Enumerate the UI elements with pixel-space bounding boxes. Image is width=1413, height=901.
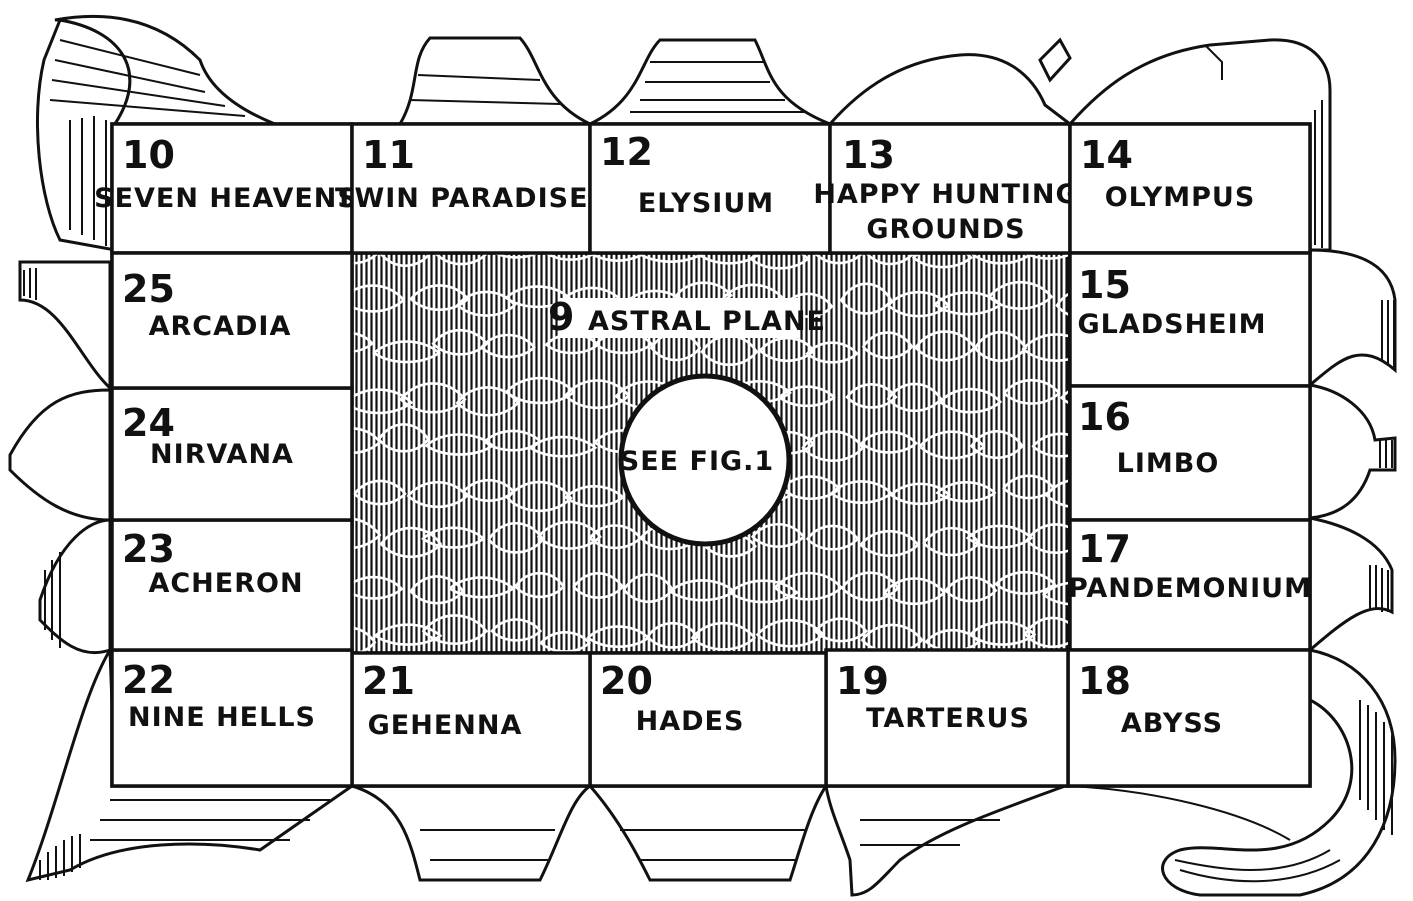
plane-cell-10: 10SEVEN HEAVENS [94,124,358,253]
plane-name: HADES [636,706,745,737]
plane-number: 16 [1078,395,1131,439]
plane-cell-21: 21GEHENNA [352,653,590,786]
plane-name: ELYSIUM [638,188,774,219]
plane-name: TARTERUS [866,703,1030,734]
plane-number: 21 [362,659,415,703]
plane-number: 10 [122,133,175,177]
plane-cell-18: 18ABYSS [1068,650,1310,786]
plane-name: GLADSHEIM [1077,309,1266,340]
plane-number: 22 [122,658,175,702]
plane-name: GEHENNA [368,710,523,741]
plane-name: SEVEN HEAVENS [94,183,358,214]
plane-cell-24: 24NIRVANA [112,388,352,520]
plane-name: PANDEMONIUM [1068,573,1312,604]
plane-cell-19: 19TARTERUS [826,650,1068,786]
astral-plane-region: 9 ASTRAL PLANE SEE FIG.1 [315,231,1114,654]
plane-name: TWIN PARADISES [335,183,609,214]
plane-number: 15 [1078,263,1131,307]
plane-name: ARCADIA [149,311,292,342]
plane-number: 12 [600,130,653,174]
plane-number: 25 [122,267,175,311]
plane-number: 18 [1078,659,1131,703]
plane-number: 23 [122,527,175,571]
plane-name: LIMBO [1117,448,1220,479]
plane-cell-15: 15GLADSHEIM [1070,253,1310,386]
plane-name: NINE HELLS [128,702,316,733]
plane-name: HAPPY HUNTING [813,179,1078,210]
plane-number: 14 [1080,133,1133,177]
plane-name: OLYMPUS [1105,182,1256,213]
astral-plane-label: ASTRAL PLANE [588,306,826,337]
plane-name: NIRVANA [150,439,294,470]
plane-number: 11 [362,133,415,177]
plane-cell-17: 17PANDEMONIUM [1068,520,1312,650]
plane-name: ACHERON [148,568,303,599]
plane-number: 19 [836,659,889,703]
see-fig-text: SEE FIG.1 [620,446,774,477]
plane-name: GROUNDS [866,214,1025,245]
plane-number: 17 [1078,527,1131,571]
plane-cell-23: 23ACHERON [112,520,352,650]
astral-plane-number: 9 [548,295,574,339]
plane-number: 13 [842,133,895,177]
plane-number: 20 [600,659,653,703]
plane-name: ABYSS [1121,708,1223,739]
